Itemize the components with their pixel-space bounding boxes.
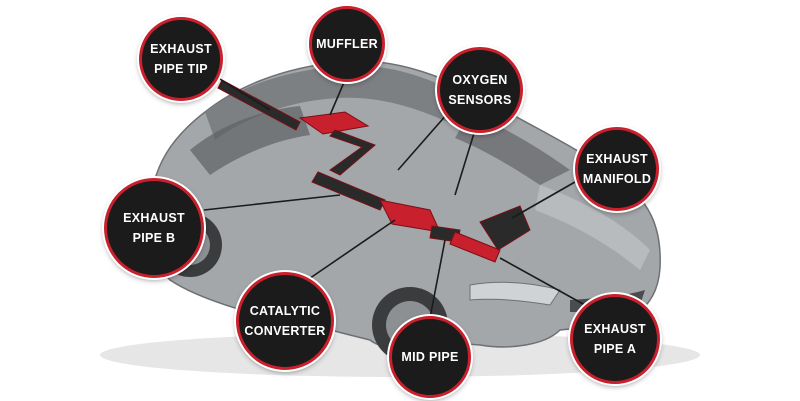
- resonator-pipe-part: [329, 129, 376, 176]
- callout-exhaust-pipe-tip: EXHAUST PIPE TIP: [139, 17, 223, 101]
- callout-mid-pipe: MID PIPE: [389, 316, 471, 398]
- leader-cat: [299, 219, 396, 286]
- callout-catalytic-converter: CATALYTIC CONVERTER: [236, 272, 334, 370]
- label-catalytic-converter: CATALYTIC CONVERTER: [244, 304, 326, 338]
- car-side-window: [190, 106, 310, 175]
- callout-exhaust-pipe-b: EXHAUST PIPE B: [104, 178, 204, 278]
- manifold-part: [479, 205, 531, 251]
- label-exhaust-pipe-tip: EXHAUST PIPE TIP: [150, 42, 212, 76]
- label-exhaust-manifold: EXHAUST MANIFOLD: [582, 152, 652, 186]
- car-headlight: [469, 281, 561, 306]
- callout-exhaust-manifold: EXHAUST MANIFOLD: [575, 127, 659, 211]
- callout-oxygen-sensors: OXYGEN SENSORS: [437, 47, 523, 133]
- exhaust-system: [217, 79, 531, 263]
- pipe-b-part: [311, 171, 386, 211]
- tailpipe-part: [217, 79, 301, 131]
- car-roof: [205, 65, 480, 140]
- label-exhaust-pipe-b: EXHAUST PIPE B: [123, 211, 185, 245]
- car-hood: [535, 185, 650, 270]
- leader-lines: [203, 75, 586, 319]
- callout-exhaust-pipe-a: EXHAUST PIPE A: [570, 294, 660, 384]
- leader-pipe-b: [203, 194, 341, 211]
- leader-pipe-a: [499, 257, 586, 306]
- label-mid-pipe: MID PIPE: [401, 350, 459, 364]
- leader-mid: [429, 239, 446, 319]
- leader-o2-2: [454, 129, 476, 196]
- label-muffler: MUFFLER: [316, 37, 378, 51]
- pipe-a-part: [449, 231, 501, 263]
- leader-manifold: [511, 177, 583, 219]
- leader-muffler: [329, 79, 346, 116]
- leader-tip: [214, 75, 271, 111]
- callout-muffler: MUFFLER: [309, 6, 385, 82]
- label-oxygen-sensors: OXYGEN SENSORS: [448, 73, 512, 107]
- label-exhaust-pipe-a: EXHAUST PIPE A: [584, 322, 646, 356]
